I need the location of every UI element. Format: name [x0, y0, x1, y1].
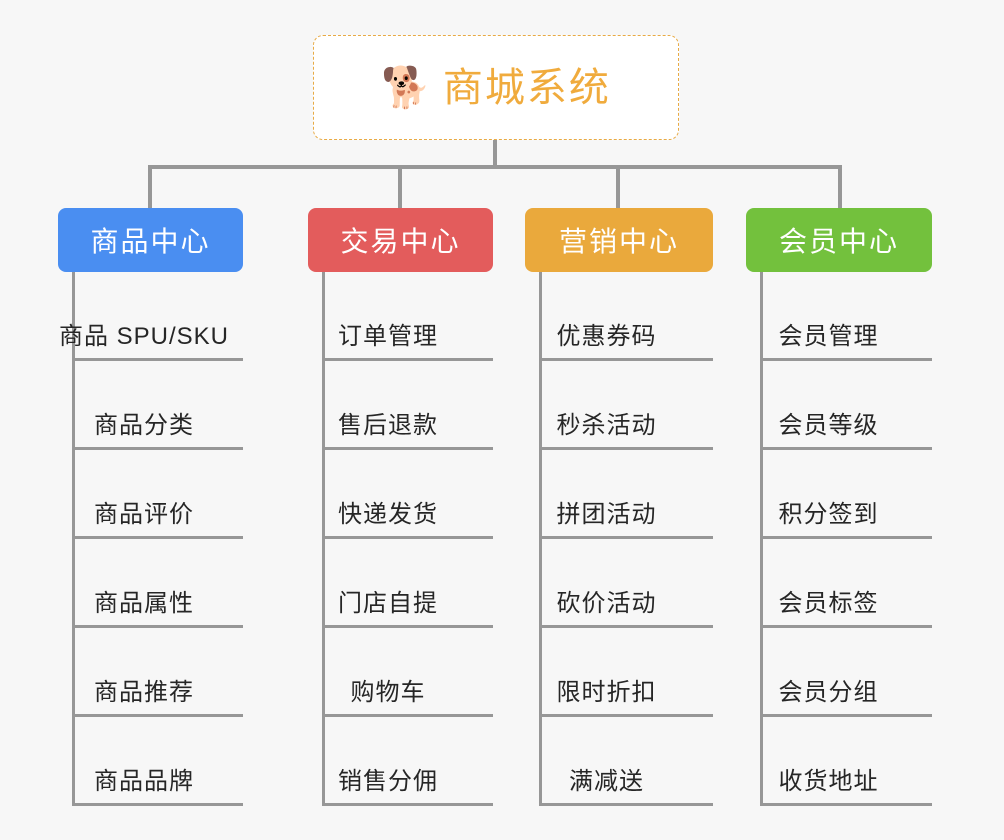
list-item[interactable]: 商品分类: [75, 361, 243, 450]
connector-drop-trade-center: [398, 165, 402, 209]
root-node-shopping-mall-system[interactable]: 🐕 商城系统: [313, 35, 679, 140]
list-item[interactable]: 优惠券码: [542, 272, 713, 361]
column-product-center: 商品中心 商品 SPU/SKU 商品分类 商品评价 商品属性 商品推荐 商品品牌: [58, 208, 243, 806]
list-item[interactable]: 购物车: [325, 628, 493, 717]
leaf-label: 积分签到: [778, 500, 879, 528]
leaf-label: 限时折扣: [556, 678, 657, 706]
shiba-dog-face-icon: 🐕: [381, 65, 431, 110]
leaf-label: 商品 SPU/SKU: [58, 322, 230, 350]
connector-root-stem: [493, 140, 497, 168]
connector-drop-marketing-center: [616, 165, 620, 209]
list-item[interactable]: 满减送: [542, 717, 713, 806]
list-item[interactable]: 限时折扣: [542, 628, 713, 717]
category-header-trade-center[interactable]: 交易中心: [308, 208, 493, 272]
category-header-label: 交易中心: [340, 226, 461, 257]
leaf-label: 会员管理: [778, 322, 879, 350]
category-header-marketing-center[interactable]: 营销中心: [525, 208, 713, 272]
list-item[interactable]: 拼团活动: [542, 450, 713, 539]
leaf-label: 拼团活动: [556, 500, 657, 528]
leaf-label: 快递发货: [338, 500, 438, 528]
leaf-label: 商品推荐: [94, 678, 194, 706]
list-item[interactable]: 商品评价: [75, 450, 243, 539]
leaf-label: 门店自提: [338, 589, 438, 617]
list-item[interactable]: 会员标签: [763, 539, 932, 628]
leaf-list-product-center: 商品 SPU/SKU 商品分类 商品评价 商品属性 商品推荐 商品品牌: [59, 272, 243, 806]
column-trade-center: 交易中心 订单管理 售后退款 快递发货 门店自提 购物车 销售分佣: [308, 208, 493, 806]
leaf-label: 商品品牌: [94, 767, 194, 795]
list-item[interactable]: 商品属性: [75, 539, 243, 628]
leaf-label: 商品分类: [94, 411, 194, 439]
leaf-label: 会员等级: [778, 411, 879, 439]
leaf-label: 商品评价: [94, 500, 194, 528]
leaf-list-trade-center: 订单管理 售后退款 快递发货 门店自提 购物车 销售分佣: [322, 272, 493, 806]
list-item[interactable]: 会员等级: [763, 361, 932, 450]
category-header-label: 商品中心: [90, 226, 211, 257]
leaf-label: 购物车: [350, 678, 426, 706]
list-item[interactable]: 快递发货: [325, 450, 493, 539]
leaf-label: 砍价活动: [556, 589, 657, 617]
leaf-label: 销售分佣: [338, 767, 438, 795]
list-item[interactable]: 售后退款: [325, 361, 493, 450]
category-header-product-center[interactable]: 商品中心: [58, 208, 243, 272]
list-item[interactable]: 会员分组: [763, 628, 932, 717]
leaf-label: 收货地址: [778, 767, 879, 795]
column-marketing-center: 营销中心 优惠券码 秒杀活动 拼团活动 砍价活动 限时折扣 满减送: [525, 208, 713, 806]
leaf-label: 订单管理: [338, 322, 438, 350]
connector-drop-product-center: [148, 165, 152, 209]
list-item[interactable]: 门店自提: [325, 539, 493, 628]
list-item[interactable]: 商品推荐: [75, 628, 243, 717]
leaf-label: 会员标签: [778, 589, 879, 617]
category-header-member-center[interactable]: 会员中心: [746, 208, 932, 272]
list-item[interactable]: 销售分佣: [325, 717, 493, 806]
connector-drop-member-center: [838, 165, 842, 209]
leaf-label: 满减送: [569, 767, 644, 795]
list-item[interactable]: 积分签到: [763, 450, 932, 539]
column-member-center: 会员中心 会员管理 会员等级 积分签到 会员标签 会员分组 收货地址: [746, 208, 932, 806]
list-item[interactable]: 商品品牌: [75, 717, 243, 806]
list-item[interactable]: 收货地址: [763, 717, 932, 806]
connector-horizontal-bar: [148, 165, 842, 169]
leaf-list-member-center: 会员管理 会员等级 积分签到 会员标签 会员分组 收货地址: [760, 272, 932, 806]
leaf-label: 优惠券码: [556, 322, 657, 350]
list-item[interactable]: 秒杀活动: [542, 361, 713, 450]
leaf-list-marketing-center: 优惠券码 秒杀活动 拼团活动 砍价活动 限时折扣 满减送: [539, 272, 713, 806]
category-header-label: 会员中心: [778, 226, 899, 257]
list-item[interactable]: 会员管理: [763, 272, 932, 361]
leaf-label: 商品属性: [94, 589, 194, 617]
leaf-label: 秒杀活动: [556, 411, 657, 439]
list-item[interactable]: 砍价活动: [542, 539, 713, 628]
list-item[interactable]: 订单管理: [325, 272, 493, 361]
root-node-title: 商城系统: [442, 65, 611, 110]
leaf-label: 会员分组: [778, 678, 879, 706]
leaf-label: 售后退款: [338, 411, 438, 439]
list-item[interactable]: 商品 SPU/SKU: [59, 272, 243, 361]
category-header-label: 营销中心: [558, 226, 679, 257]
